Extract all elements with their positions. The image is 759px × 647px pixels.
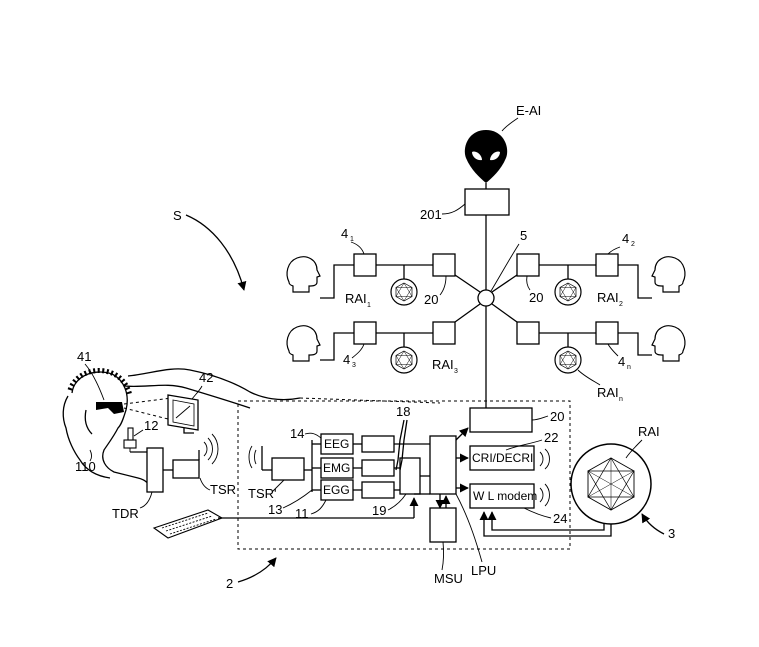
msu-box <box>429 507 457 543</box>
amp-box-2 <box>361 459 395 477</box>
wl-modem-label: W L modem <box>473 489 537 503</box>
cri-decri-label: CRI/DECRI <box>472 451 533 465</box>
label-rai-3-sub: 3 <box>454 368 458 375</box>
label-rai-2-sub: 2 <box>619 301 623 308</box>
lpu-box <box>429 435 457 495</box>
label-4-1: 4 <box>341 226 348 241</box>
label-3: 3 <box>668 526 675 541</box>
label-4-n: 4 <box>618 354 625 369</box>
label-rai-1-sub: 1 <box>367 302 371 309</box>
label-4-3-sub: 3 <box>352 362 356 369</box>
box-4-2 <box>595 253 619 277</box>
node-20-ll <box>432 321 456 345</box>
label-lpu: LPU <box>471 563 496 578</box>
box-4-3 <box>353 321 377 345</box>
label-rai: RAI <box>638 424 660 439</box>
label-20-left: 20 <box>424 292 438 307</box>
label-tdr: TDR <box>112 506 139 521</box>
egg-label: EGG <box>323 483 350 497</box>
label-rai-n-sub: n <box>619 396 623 403</box>
label-5: 5 <box>520 228 527 243</box>
user-head-2-icon <box>651 256 686 293</box>
label-12: 12 <box>144 418 158 433</box>
tsr-prime-box <box>271 457 305 481</box>
box-4-n <box>595 321 619 345</box>
node-20-lr <box>516 321 540 345</box>
label-tsr-prime: TSR' <box>248 486 276 501</box>
label-18: 18 <box>396 404 410 419</box>
box-201 <box>464 188 510 216</box>
user-head-n-icon <box>651 325 686 362</box>
amp-box-1 <box>361 435 395 453</box>
rai-3-icon <box>390 346 418 374</box>
label-4-n-sub: n <box>627 364 631 371</box>
label-42: 42 <box>199 370 213 385</box>
label-20-box: 20 <box>550 409 564 424</box>
label-tsr: TSR <box>210 482 236 497</box>
e-ai-label: E-AI <box>516 103 541 118</box>
user-head-3-icon <box>286 325 321 362</box>
user-head-1-icon <box>286 256 321 293</box>
label-13: 13 <box>268 502 282 517</box>
label-22: 22 <box>544 430 558 445</box>
alien-head-icon <box>464 130 508 183</box>
box-19 <box>399 457 421 495</box>
label-201: 201 <box>420 207 442 222</box>
label-rai-n: RAI <box>597 385 619 400</box>
node-20-ul <box>432 253 456 277</box>
label-11: 11 <box>295 506 309 521</box>
user-with-headset-icon <box>62 368 301 491</box>
rai-1-icon <box>390 278 418 306</box>
wl-modem-box <box>469 483 535 509</box>
rai-2-icon <box>554 278 582 306</box>
rai-remote-icon <box>570 443 652 525</box>
label-4-3: 4 <box>343 352 350 367</box>
label-4-2-sub: 2 <box>631 241 635 248</box>
box-4-1 <box>353 253 377 277</box>
label-rai-1: RAI <box>345 291 367 306</box>
node-20-ur <box>516 253 540 277</box>
label-rai-2: RAI <box>597 290 619 305</box>
label-110: 110 <box>75 459 96 474</box>
eeg-label: EEG <box>324 437 349 451</box>
label-4-1-sub: 1 <box>350 236 354 243</box>
amp-box-3 <box>361 481 395 499</box>
label-41: 41 <box>77 349 91 364</box>
hub-node <box>477 289 495 307</box>
label-4-2: 4 <box>622 231 629 246</box>
label-s: S <box>173 208 182 223</box>
label-msu: MSU <box>434 571 463 586</box>
tsr-box <box>172 459 200 479</box>
box-20-main <box>469 407 533 433</box>
tdr-box <box>146 447 164 493</box>
label-19: 19 <box>372 503 386 518</box>
rai-n-icon <box>554 346 582 374</box>
keyboard-icon <box>152 509 224 539</box>
label-20-right: 20 <box>529 290 543 305</box>
joystick-icon <box>123 427 137 452</box>
label-2: 2 <box>226 576 233 591</box>
cri-decri-box <box>469 445 535 471</box>
label-24: 24 <box>553 511 567 526</box>
label-14: 14 <box>290 426 304 441</box>
label-rai-3: RAI <box>432 357 454 372</box>
display-monitor-icon <box>167 394 199 434</box>
emg-label: EMG <box>323 461 350 475</box>
